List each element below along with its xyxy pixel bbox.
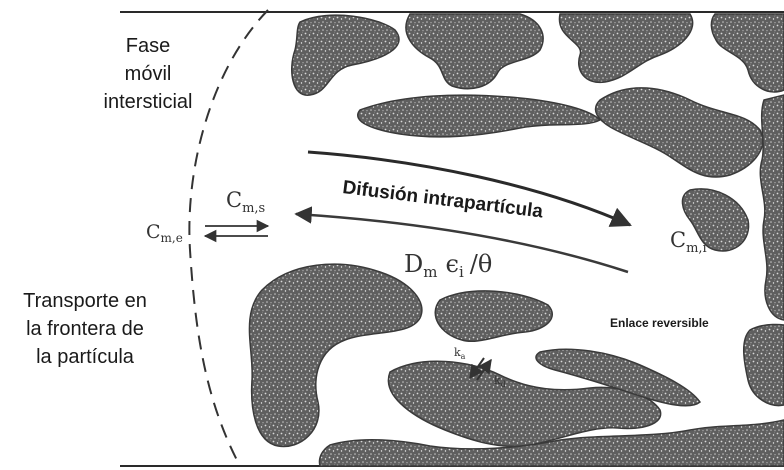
transporte-label-line1: Transporte en bbox=[23, 290, 147, 312]
pore-block-mid-right bbox=[596, 88, 763, 177]
cme-subscript: m,e bbox=[161, 231, 183, 245]
pore-block-lower-center bbox=[435, 291, 552, 341]
pore-block-bottom-right-corner bbox=[744, 324, 784, 405]
pore-block-top-middle bbox=[406, 14, 543, 89]
pore-block-top-right bbox=[559, 14, 692, 82]
porous-matrix bbox=[249, 14, 784, 466]
pore-block-right-top bbox=[711, 14, 784, 92]
fase-label-line3: intersticial bbox=[104, 91, 193, 113]
fase-label-line2: móvil bbox=[125, 63, 172, 85]
cms-subscript: m,s bbox=[242, 201, 265, 216]
cmi-subscript: m,i bbox=[686, 241, 707, 256]
enlace-label: Enlace reversible bbox=[610, 316, 709, 330]
cme-symbol: Cm,e bbox=[146, 221, 183, 245]
transporte-label-line2: la frontera de bbox=[26, 318, 144, 340]
cms-symbol: Cm,s bbox=[226, 188, 265, 216]
transporte-label-line3: la partícula bbox=[36, 346, 135, 368]
fase-label-line1: Fase bbox=[126, 35, 170, 57]
ka-symbol: ka bbox=[454, 346, 466, 361]
pore-block-lower-left-large bbox=[249, 264, 421, 446]
pore-block-top-left bbox=[292, 15, 399, 95]
pore-block-center-band bbox=[358, 95, 600, 137]
pore-block-right-vertical bbox=[760, 95, 784, 320]
